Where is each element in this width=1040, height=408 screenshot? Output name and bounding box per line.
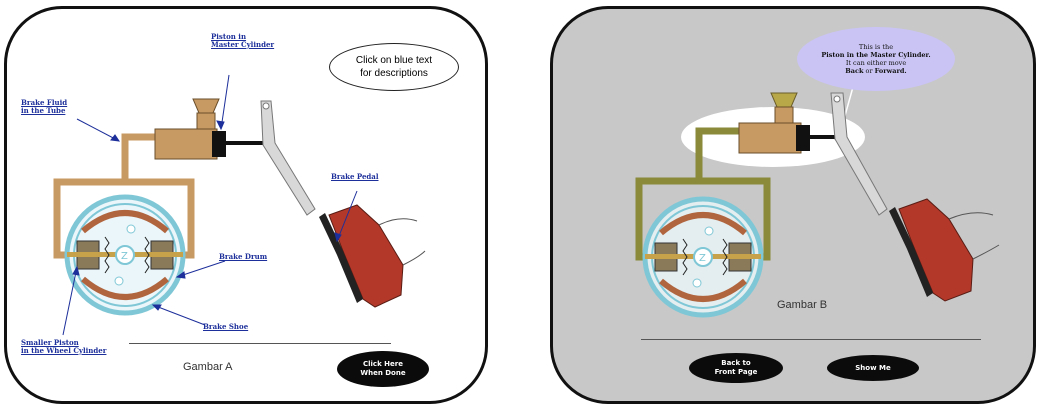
bubble-or: or: [863, 67, 874, 75]
brake-pedal-lever: [261, 101, 315, 215]
foot-shoe: [319, 205, 425, 307]
brake-diagram-b: Z: [553, 9, 1036, 404]
label-smaller-piston-wheel-cylinder[interactable]: Smaller Piston in the Wheel Cylinder: [21, 339, 106, 355]
label-brake-drum[interactable]: Brake Drum: [219, 253, 267, 261]
caption-divider-a: [129, 343, 391, 344]
caption-divider-b: [641, 339, 981, 340]
foot-shoe: [889, 199, 999, 301]
label-brake-fluid-tube[interactable]: Brake Fluid in the Tube: [21, 99, 67, 115]
brake-drum-assembly: Z: [645, 199, 761, 315]
bubble-line-2: Piston in the Master Cylinder.: [821, 51, 930, 59]
back-to-front-page-button[interactable]: Back to Front Page: [689, 353, 783, 383]
label-brake-shoe[interactable]: Brake Shoe: [203, 323, 248, 331]
click-here-when-done-button[interactable]: Click Here When Done: [337, 351, 429, 387]
label-piston-master-cylinder[interactable]: Piston in Master Cylinder: [211, 33, 274, 49]
panel-a: Z Piston in Master Cylinder Brake Fluid …: [4, 6, 488, 404]
master-cylinder: [155, 99, 273, 159]
caption-gambar-a: Gambar A: [183, 361, 233, 373]
bubble-forward: Forward.: [875, 67, 907, 75]
svg-text:Z: Z: [699, 253, 706, 264]
description-bubble: This is the Piston in the Master Cylinde…: [797, 27, 955, 91]
instruction-note: Click on blue text for descriptions: [329, 43, 459, 91]
bubble-line-3: It can either move: [846, 59, 906, 67]
svg-text:Z: Z: [121, 251, 128, 262]
show-me-button[interactable]: Show Me: [827, 355, 919, 381]
brake-drum-assembly: Z: [67, 197, 183, 313]
caption-gambar-b: Gambar B: [777, 299, 827, 311]
panel-b: Z This is the Piston in the Master Cylin…: [550, 6, 1036, 404]
bubble-back: Back: [845, 67, 863, 75]
label-brake-pedal[interactable]: Brake Pedal: [331, 173, 379, 181]
bubble-line-1: This is the: [859, 43, 893, 51]
